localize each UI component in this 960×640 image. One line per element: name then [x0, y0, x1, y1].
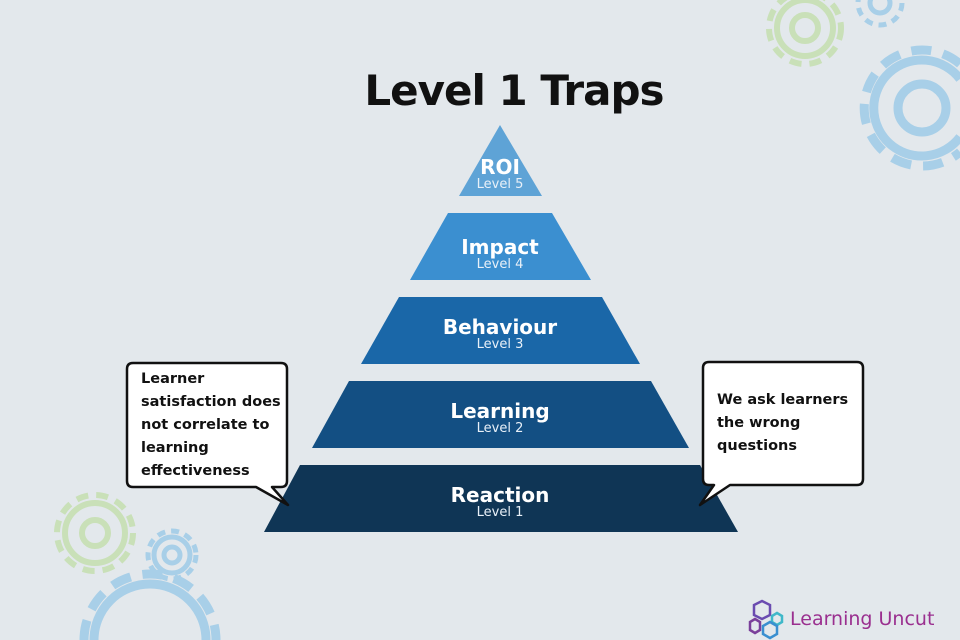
gear-icon: [54, 492, 136, 574]
gear-icon: [79, 569, 221, 640]
pyramid-tier-roi: [459, 125, 542, 196]
tier-level: Level 3: [476, 337, 524, 352]
gear-icon: [145, 528, 199, 582]
pyramid-tier-reaction: [264, 465, 738, 532]
pyramid-tier-learning: [312, 381, 689, 448]
tier-name: ROI: [480, 155, 520, 179]
gear-icon: [859, 45, 960, 171]
logo-hexagons-icon: [748, 599, 784, 640]
tier-level: Level 4: [476, 257, 524, 272]
gear-icon: [855, 0, 905, 28]
tier-level: Level 1: [476, 505, 524, 520]
tier-name: Impact: [461, 235, 539, 259]
pyramid-tier-behaviour: [361, 297, 640, 364]
callout-left-bubble: [125, 361, 290, 507]
tier-level: Level 5: [476, 177, 524, 192]
tier-name: Behaviour: [442, 315, 558, 339]
gear-icon: [766, 0, 844, 67]
callout-right-bubble: [698, 360, 865, 507]
pyramid-tier-impact: [410, 213, 591, 280]
tier-level: Level 2: [476, 421, 524, 436]
callout-right-text: We ask learners the wrong questions: [717, 392, 849, 454]
tier-name: Reaction: [450, 483, 550, 507]
logo-text: Learning Uncut: [790, 608, 935, 630]
page-title: Level 1 Traps: [364, 66, 664, 115]
tier-name: Learning: [450, 399, 550, 423]
callout-left-text: Learner satisfaction does not correlate …: [141, 371, 281, 479]
